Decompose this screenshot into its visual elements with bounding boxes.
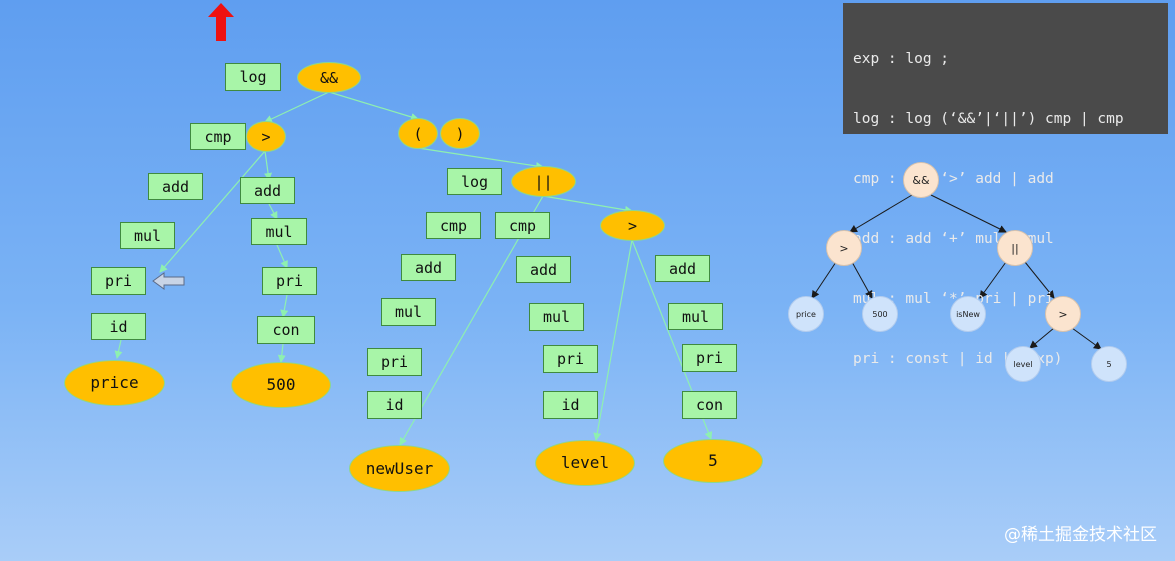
node-add-inner-1: add (401, 254, 456, 281)
ast-node-500: 500 (862, 296, 898, 332)
node-pri-inner-3: pri (682, 344, 737, 372)
node-left-paren: ( (398, 118, 438, 149)
ast-edge (1029, 327, 1055, 349)
node-or-operator: || (511, 166, 576, 197)
ast-node-gt-1: > (826, 230, 862, 266)
node-gt-right: > (600, 210, 665, 241)
grammar-line: log : log (‘&&’|‘||’) cmp | cmp (853, 111, 1124, 127)
node-mul-left-2: mul (251, 218, 307, 245)
node-mul-inner-2: mul (529, 303, 584, 331)
node-right-paren: ) (440, 118, 480, 149)
ast-node-price: price (788, 296, 824, 332)
parse-edge (328, 91, 419, 121)
node-add-inner-3: add (655, 255, 710, 282)
node-cmp-inner-2: cmp (495, 212, 550, 239)
node-pri-inner-1: pri (367, 348, 422, 376)
node-add-inner-2: add (516, 256, 571, 283)
parse-edge (264, 150, 273, 181)
node-id-inner-2: id (543, 391, 598, 419)
node-id-left: id (91, 313, 146, 340)
ast-node-and: && (903, 162, 939, 198)
node-cmp-inner-1: cmp (426, 212, 481, 239)
grammar-line: exp : log ; (853, 51, 950, 67)
node-5: 5 (663, 439, 763, 483)
node-pri-left-2: pri (262, 267, 317, 295)
parse-edge (280, 294, 289, 318)
parse-edge (417, 147, 544, 170)
ast-edge (811, 261, 837, 299)
node-con-inner: con (682, 391, 737, 419)
node-mul-left-1: mul (120, 222, 175, 249)
ast-edge (851, 261, 873, 299)
up-arrow-icon (208, 3, 234, 41)
node-add-left-1: add (148, 173, 203, 200)
node-log-inner: log (447, 168, 502, 195)
parse-edge (276, 244, 288, 269)
ast-node-5: 5 (1091, 346, 1127, 382)
ast-edge (1024, 261, 1055, 299)
ast-node-gt-2: > (1045, 296, 1081, 332)
node-price: price (64, 360, 165, 406)
ast-edge (930, 194, 1007, 233)
ast-edge (1071, 327, 1102, 350)
parse-edge (159, 150, 266, 273)
ast-edge (979, 261, 1007, 299)
node-mul-inner-3: mul (668, 303, 723, 330)
node-id-inner-1: id (367, 391, 422, 419)
node-add-left-2: add (240, 177, 295, 204)
node-gt-left: > (246, 121, 286, 152)
parse-edge (268, 203, 278, 220)
node-log-root: log (225, 63, 281, 91)
parse-edge (593, 239, 633, 441)
node-cmp-left: cmp (190, 123, 246, 150)
parse-edge (277, 343, 286, 363)
grammar-line: mul : mul ‘*’ pri | pri (853, 291, 1054, 307)
grammar-panel: exp : log ; log : log (‘&&’|‘||’) cmp | … (843, 3, 1168, 367)
grammar-line: cmp : cmp ‘>’ add | add (853, 171, 1054, 187)
node-and-operator: && (297, 62, 361, 93)
ast-node-or: || (997, 230, 1033, 266)
node-pri-left-1: pri (91, 267, 146, 295)
parse-edge (264, 91, 330, 123)
ast-node-isnew: isNew (950, 296, 986, 332)
node-con-left: con (257, 316, 315, 344)
ast-node-level: level (1005, 346, 1041, 382)
parse-edge (542, 195, 633, 214)
node-level: level (535, 440, 635, 486)
watermark: @稀土掘金技术社区 (1004, 525, 1157, 545)
node-mul-inner-1: mul (381, 298, 436, 326)
parse-edge (114, 339, 123, 359)
left-pointer-arrow-icon (152, 272, 185, 290)
ast-edge (849, 194, 913, 233)
node-newuser: newUser (349, 445, 450, 492)
node-500: 500 (231, 362, 331, 408)
node-pri-inner-2: pri (543, 345, 598, 373)
